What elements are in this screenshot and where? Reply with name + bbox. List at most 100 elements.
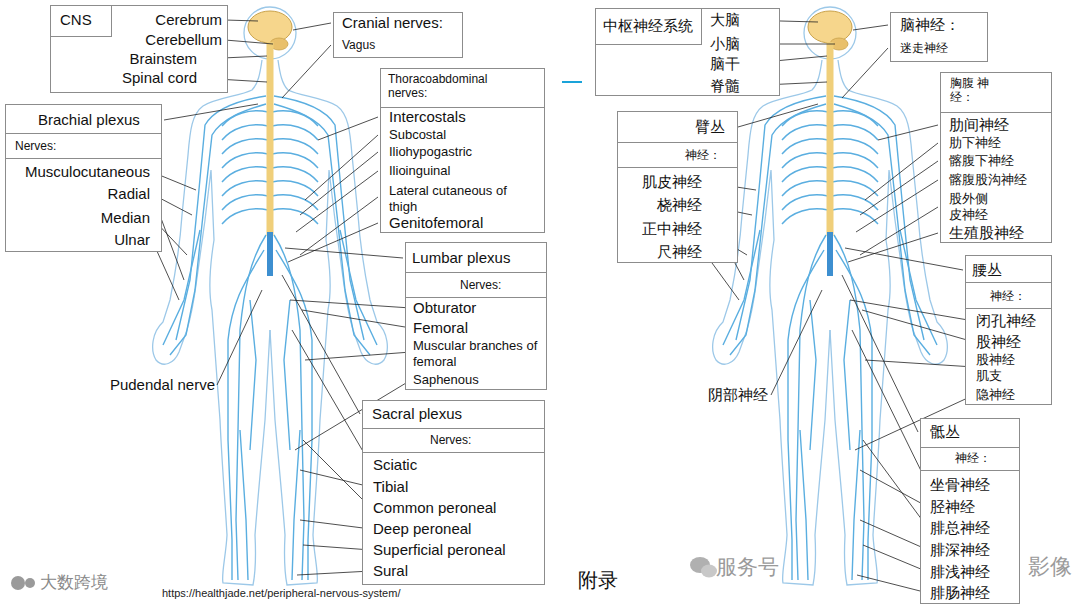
nerve-label: 骶丛 [930, 423, 960, 441]
table-rule [966, 282, 1051, 283]
plexus-box: Sacral plexusNerves: SciaticTibialCommon … [362, 400, 545, 585]
table-rule [618, 167, 737, 168]
nerve-label: 腓总神经 [930, 519, 990, 537]
nerve-label: 闭孔神经 [976, 312, 1036, 330]
nerve-label: Nerves: [430, 433, 471, 447]
nerve-label: Subcostal [389, 127, 446, 143]
table-rule [6, 133, 161, 134]
source-url: https://healthjade.net/peripheral-nervou… [162, 587, 400, 600]
nerve-label: 髂腹下神经 [949, 153, 1014, 169]
nerve-label: 神经： [990, 289, 1026, 303]
table-rule [406, 272, 546, 273]
nerve-label: Thoracoabdominal nerves: [388, 72, 528, 101]
nerve-label: 神经： [685, 148, 721, 162]
plexus-box: 骶丛神经： 坐骨神经胫神经腓总神经腓深神经腓浅神经腓肠神经 [920, 418, 1020, 604]
nerve-label: Brachial plexus [38, 111, 140, 129]
nerve-label: Genitofemoral [389, 214, 483, 232]
watermark: 影像 [1028, 554, 1072, 580]
nerve-label: 桡神经 [657, 196, 702, 214]
nerve-label: CNS [60, 11, 92, 29]
nerve-label: 肌皮神经 [642, 173, 702, 191]
leader-lines [152, 20, 974, 593]
table-rule [363, 452, 544, 453]
nerve-label: 脑干 [710, 55, 740, 73]
nerve-label: 胸腹 神经： [950, 76, 995, 105]
nerve-label: Deep peroneal [373, 520, 471, 538]
nerve-label: Sacral plexus [372, 405, 462, 423]
nerve-label: Spinal cord [122, 69, 197, 87]
nerve-label: Cranial nerves: [342, 14, 443, 32]
watermark: 大数跨境 [40, 573, 108, 593]
nerve-label: 坐骨神经 [930, 476, 990, 494]
nerve-label: Cerebellum [145, 31, 222, 49]
table-rule [6, 158, 161, 159]
nerve-label: 腓深神经 [930, 541, 990, 559]
appendix-label: 附录 [578, 568, 618, 592]
cns-tag: 中枢神经系统 [595, 8, 702, 45]
nerve-label: 脊髓 [710, 77, 740, 95]
accent-dash [562, 81, 582, 83]
nerve-label: 生殖股神经 [949, 224, 1024, 242]
nerve-label: Lateral cutaneous of thigh [389, 183, 514, 214]
nerve-label: Superficial peroneal [373, 541, 506, 559]
nerve-label: 大脑 [710, 11, 740, 29]
cns-tag: CNS [50, 5, 112, 37]
watermark: 服务号 [716, 554, 779, 579]
nerve-label: 腰丛 [972, 261, 1002, 279]
nerve-label: 阴部神经 [708, 386, 768, 404]
table-rule [966, 308, 1051, 309]
cranial-box: Cranial nerves: Vagus [333, 12, 463, 58]
nerve-label: 股外侧 皮神经 [949, 191, 994, 222]
nerve-label: Iliohypogastric [389, 144, 472, 160]
table-rule [406, 297, 546, 298]
nerve-label: Nerves: [460, 278, 501, 292]
nerve-label: Brainstem [129, 50, 197, 68]
plexus-box: 臂丛神经：肌皮神经桡神经正中神经尺神经 [617, 111, 738, 263]
nerve-label: Sciatic [373, 456, 417, 474]
nerve-label: 胫神经 [930, 498, 975, 516]
nerve-label: Tibial [373, 478, 408, 496]
nerve-label: Median [101, 209, 150, 227]
cranial-box: 脑神经： 迷走神经 [890, 12, 988, 62]
nerve-group-box: 胸腹 神经：肋间神经肋下神经髂腹下神经髂腹股沟神经股外侧 皮神经生殖股神经 [940, 72, 1052, 243]
nerve-label: Saphenous [413, 372, 479, 388]
cns-box: 大脑小脑脑干脊髓 中枢神经系统 [595, 8, 780, 96]
table-rule [941, 112, 1051, 113]
nerve-label: Ulnar [114, 231, 150, 249]
nerve-label: 腓肠神经 [930, 584, 990, 602]
nerve-label: Vagus [342, 38, 375, 52]
nerve-label: 腓浅神经 [930, 563, 990, 581]
table-rule [921, 470, 1019, 471]
nerve-label: Nerves: [15, 139, 56, 153]
nerve-label: Femoral [413, 319, 468, 337]
wechat-icon [690, 557, 717, 578]
nerve-label: 神经： [955, 451, 991, 465]
nerve-label: Lumbar plexus [412, 249, 510, 267]
nerve-label: 股神经 肌支 [976, 352, 1021, 383]
nerve-label: 股神经 [976, 333, 1021, 351]
nerve-label: Sural [373, 562, 408, 580]
nerve-label: Obturator [413, 299, 476, 317]
nerve-label: Common peroneal [373, 499, 496, 517]
nerve-label: Intercostals [389, 108, 466, 126]
nerve-label: Pudendal nerve [110, 376, 215, 394]
brand-icon [11, 576, 35, 590]
nerve-label: 脑神经： [900, 16, 960, 34]
nerve-label: 尺神经 [657, 243, 702, 261]
nerve-label: 肋间神经 [949, 116, 1009, 134]
nerve-label: Radial [107, 185, 150, 203]
nerve-label: 小脑 [710, 35, 740, 53]
nerve-label: Cerebrum [155, 11, 222, 29]
nerve-label: 正中神经 [642, 220, 702, 238]
nerve-label: 隐神经 [976, 387, 1015, 403]
nerve-label: Musculocutaneous [25, 163, 150, 181]
nerve-label: 迷走神经 [900, 41, 948, 55]
table-rule [618, 142, 737, 143]
table-rule [363, 428, 544, 429]
plexus-box: 腰丛神经： 闭孔神经股神经股神经 肌支隐神经 [965, 255, 1052, 405]
nerve-label: Ilioinguinal [389, 163, 450, 179]
nerve-label: 髂腹股沟神经 [949, 172, 1027, 188]
cns-box: CerebrumCerebellumBrainstemSpinal cord CN… [50, 5, 228, 93]
nerve-label: Muscular branches of femoral [413, 338, 543, 369]
table-rule [381, 107, 544, 108]
